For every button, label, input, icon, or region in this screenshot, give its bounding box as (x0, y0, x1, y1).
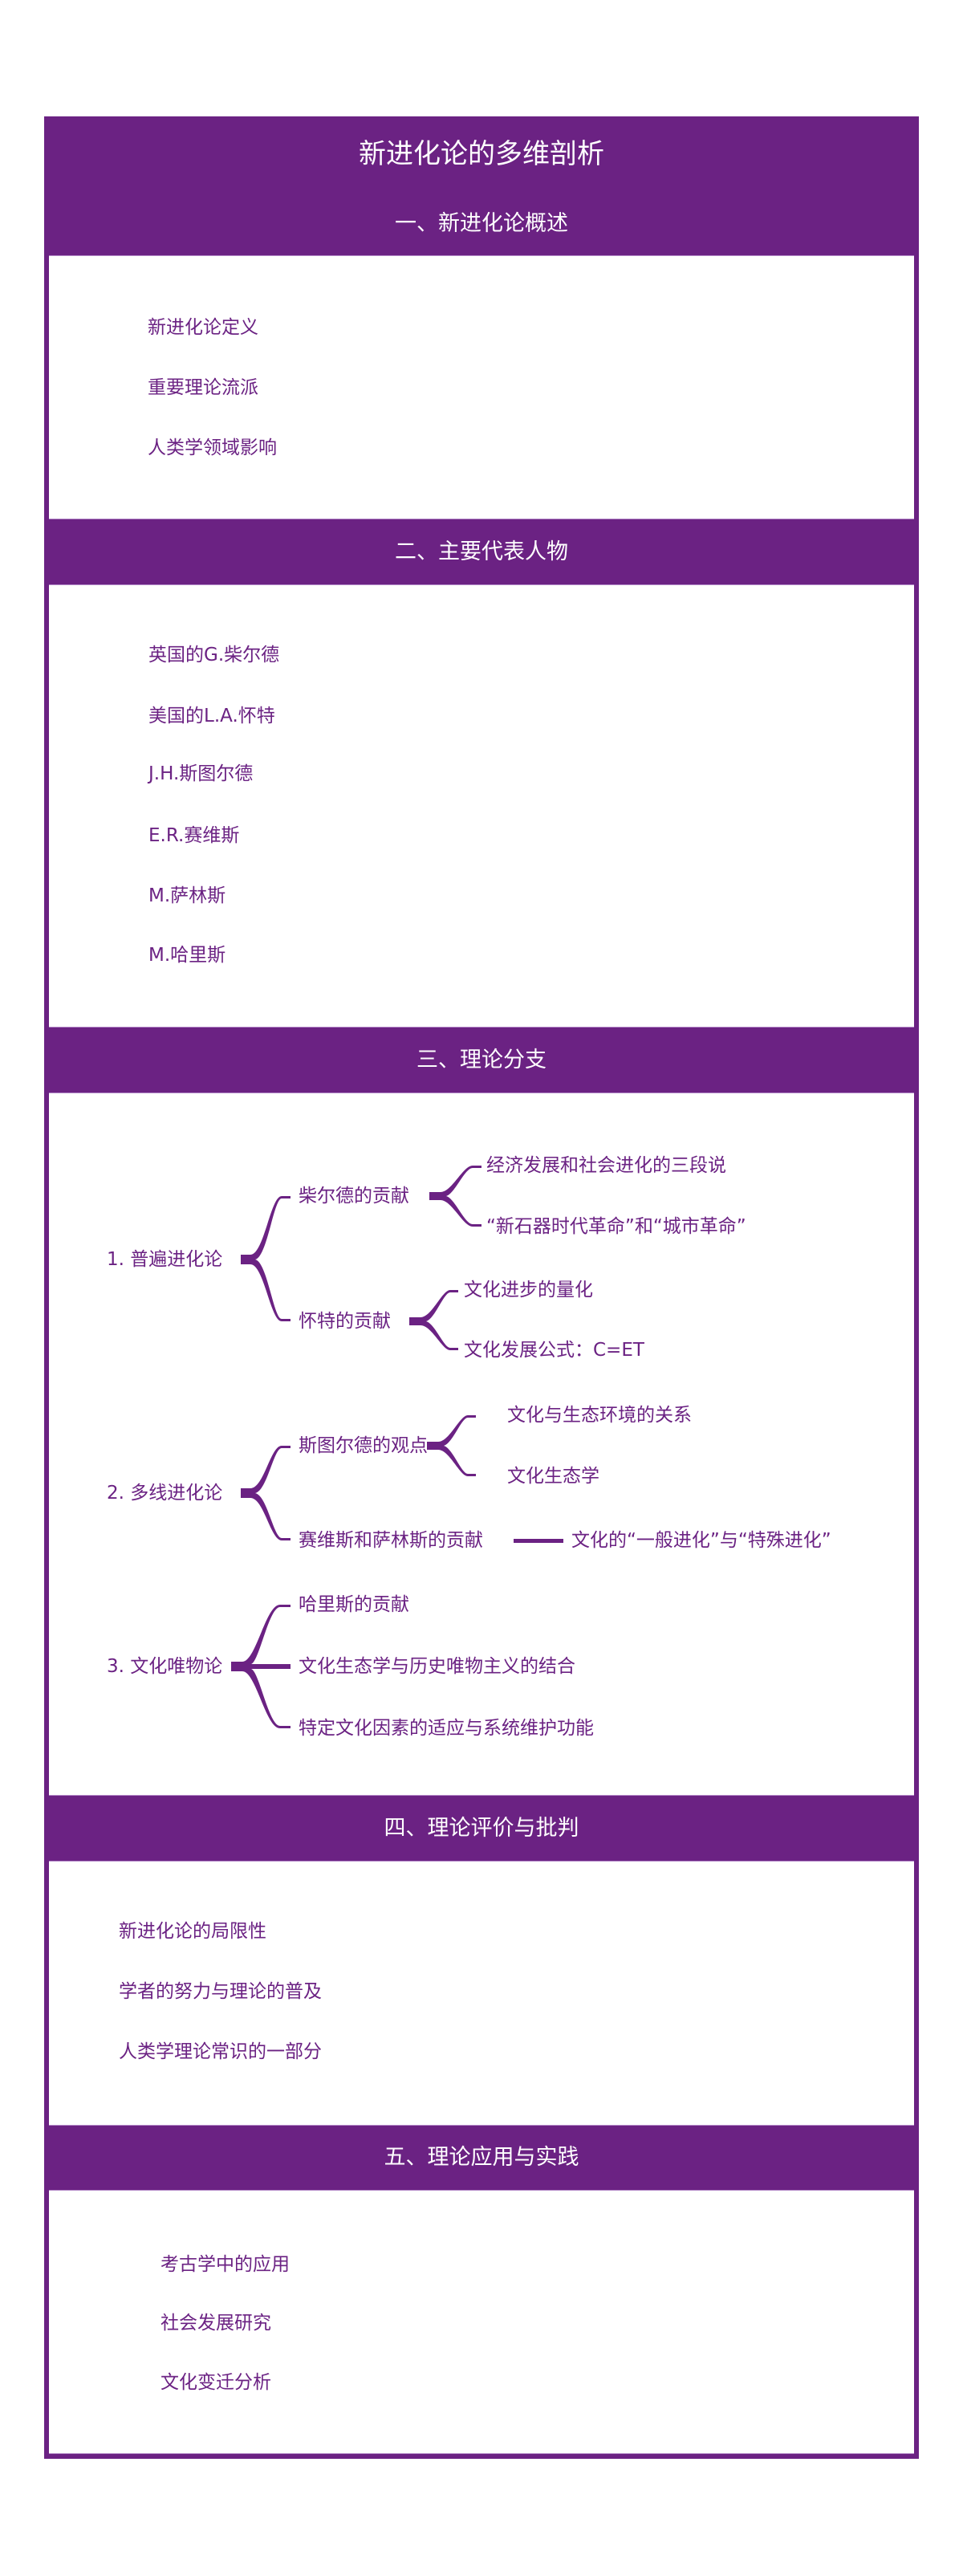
section-heading-overview: 一、新进化论概述 (395, 211, 568, 236)
mindmap-leaf: 文化的“一般进化”与“特殊进化” (571, 1530, 831, 1551)
list-item: M.萨林斯 (148, 885, 226, 906)
mindmap-node-root: 1. 普遍进化论 (107, 1249, 223, 1270)
list-item: 社会发展研究 (160, 2313, 271, 2334)
section-body-overview: 新进化论定义 重要理论流派 人类学领域影响 (49, 255, 914, 519)
mindmap-node: 特定文化因素的适应与系统维护功能 (299, 1718, 594, 1739)
mindmap-leaf: 经济发展和社会进化的三段说 (486, 1155, 726, 1176)
list-item: 考古学中的应用 (160, 2254, 290, 2275)
list-item: 学者的努力与理论的普及 (119, 1981, 322, 2002)
section-body-branches: 1. 普遍进化论 柴尔德的贡献 经济发展和社会进化的三段说 “新石器时代革命”和… (49, 1093, 914, 1796)
mindmap-leaf: “新石器时代革命”和“城市革命” (486, 1216, 746, 1237)
brace-connector (241, 1196, 291, 1321)
mindmap-leaf: 文化与生态环境的关系 (507, 1405, 692, 1426)
brace-connector (409, 1290, 458, 1350)
line-connector (514, 1539, 563, 1543)
list-item: 重要理论流派 (148, 377, 258, 398)
page-title: 新进化论的多维剖析 (359, 138, 604, 170)
mindmap-node-root: 3. 文化唯物论 (107, 1656, 223, 1677)
brace-connector (241, 1446, 291, 1540)
mindmap-node: 文化生态学与历史唯物主义的结合 (299, 1656, 575, 1677)
mindmap-node: 柴尔德的贡献 (299, 1186, 409, 1207)
brace-connector (231, 1605, 291, 1728)
list-item: M.哈里斯 (148, 945, 226, 966)
section-heading-evaluation: 四、理论评价与批判 (384, 1816, 579, 1841)
mindmap-leaf: 文化进步的量化 (464, 1280, 593, 1300)
list-item: 人类学领域影响 (148, 437, 277, 458)
mindmap-node: 哈里斯的贡献 (299, 1594, 409, 1615)
list-item: J.H.斯图尔德 (148, 763, 254, 784)
section-body-application: 考古学中的应用 社会发展研究 文化变迁分析 (49, 2190, 914, 2454)
mindmap-connectors (231, 1166, 563, 1728)
list-item: 美国的L.A.怀特 (148, 706, 275, 726)
list-item: 新进化论定义 (148, 317, 258, 338)
list-item: 新进化论的局限性 (119, 1921, 266, 1942)
list-item: 英国的G.柴尔德 (148, 645, 280, 665)
list-item: 人类学理论常识的一部分 (119, 2041, 322, 2062)
section-body-evaluation: 新进化论的局限性 学者的努力与理论的普及 人类学理论常识的一部分 (49, 1861, 914, 2126)
section-heading-branches: 三、理论分支 (416, 1048, 547, 1072)
mindmap-node-root: 2. 多线进化论 (107, 1483, 223, 1504)
list-item: 文化变迁分析 (160, 2372, 271, 2393)
mindmap-node: 赛维斯和萨林斯的贡献 (299, 1530, 483, 1551)
section-heading-figures: 二、主要代表人物 (395, 539, 568, 564)
brace-connector (427, 1415, 476, 1476)
list-item: E.R.赛维斯 (148, 825, 240, 846)
mindmap-node: 怀特的贡献 (299, 1311, 391, 1332)
section-heading-application: 五、理论应用与实践 (384, 2145, 579, 2170)
mindmap-leaf: 文化生态学 (507, 1466, 599, 1487)
mindmap-leaf: 文化发展公式：C=ET (464, 1340, 644, 1361)
mindmap-frame: 新进化论的多维剖析 一、新进化论概述 新进化论定义 重要理论流派 人类学领域影响… (44, 116, 919, 2459)
mindmap-node: 斯图尔德的观点 (299, 1435, 428, 1456)
section-body-figures: 英国的G.柴尔德 美国的L.A.怀特 J.H.斯图尔德 E.R.赛维斯 M.萨林… (49, 584, 914, 1028)
brace-connector (429, 1166, 482, 1227)
